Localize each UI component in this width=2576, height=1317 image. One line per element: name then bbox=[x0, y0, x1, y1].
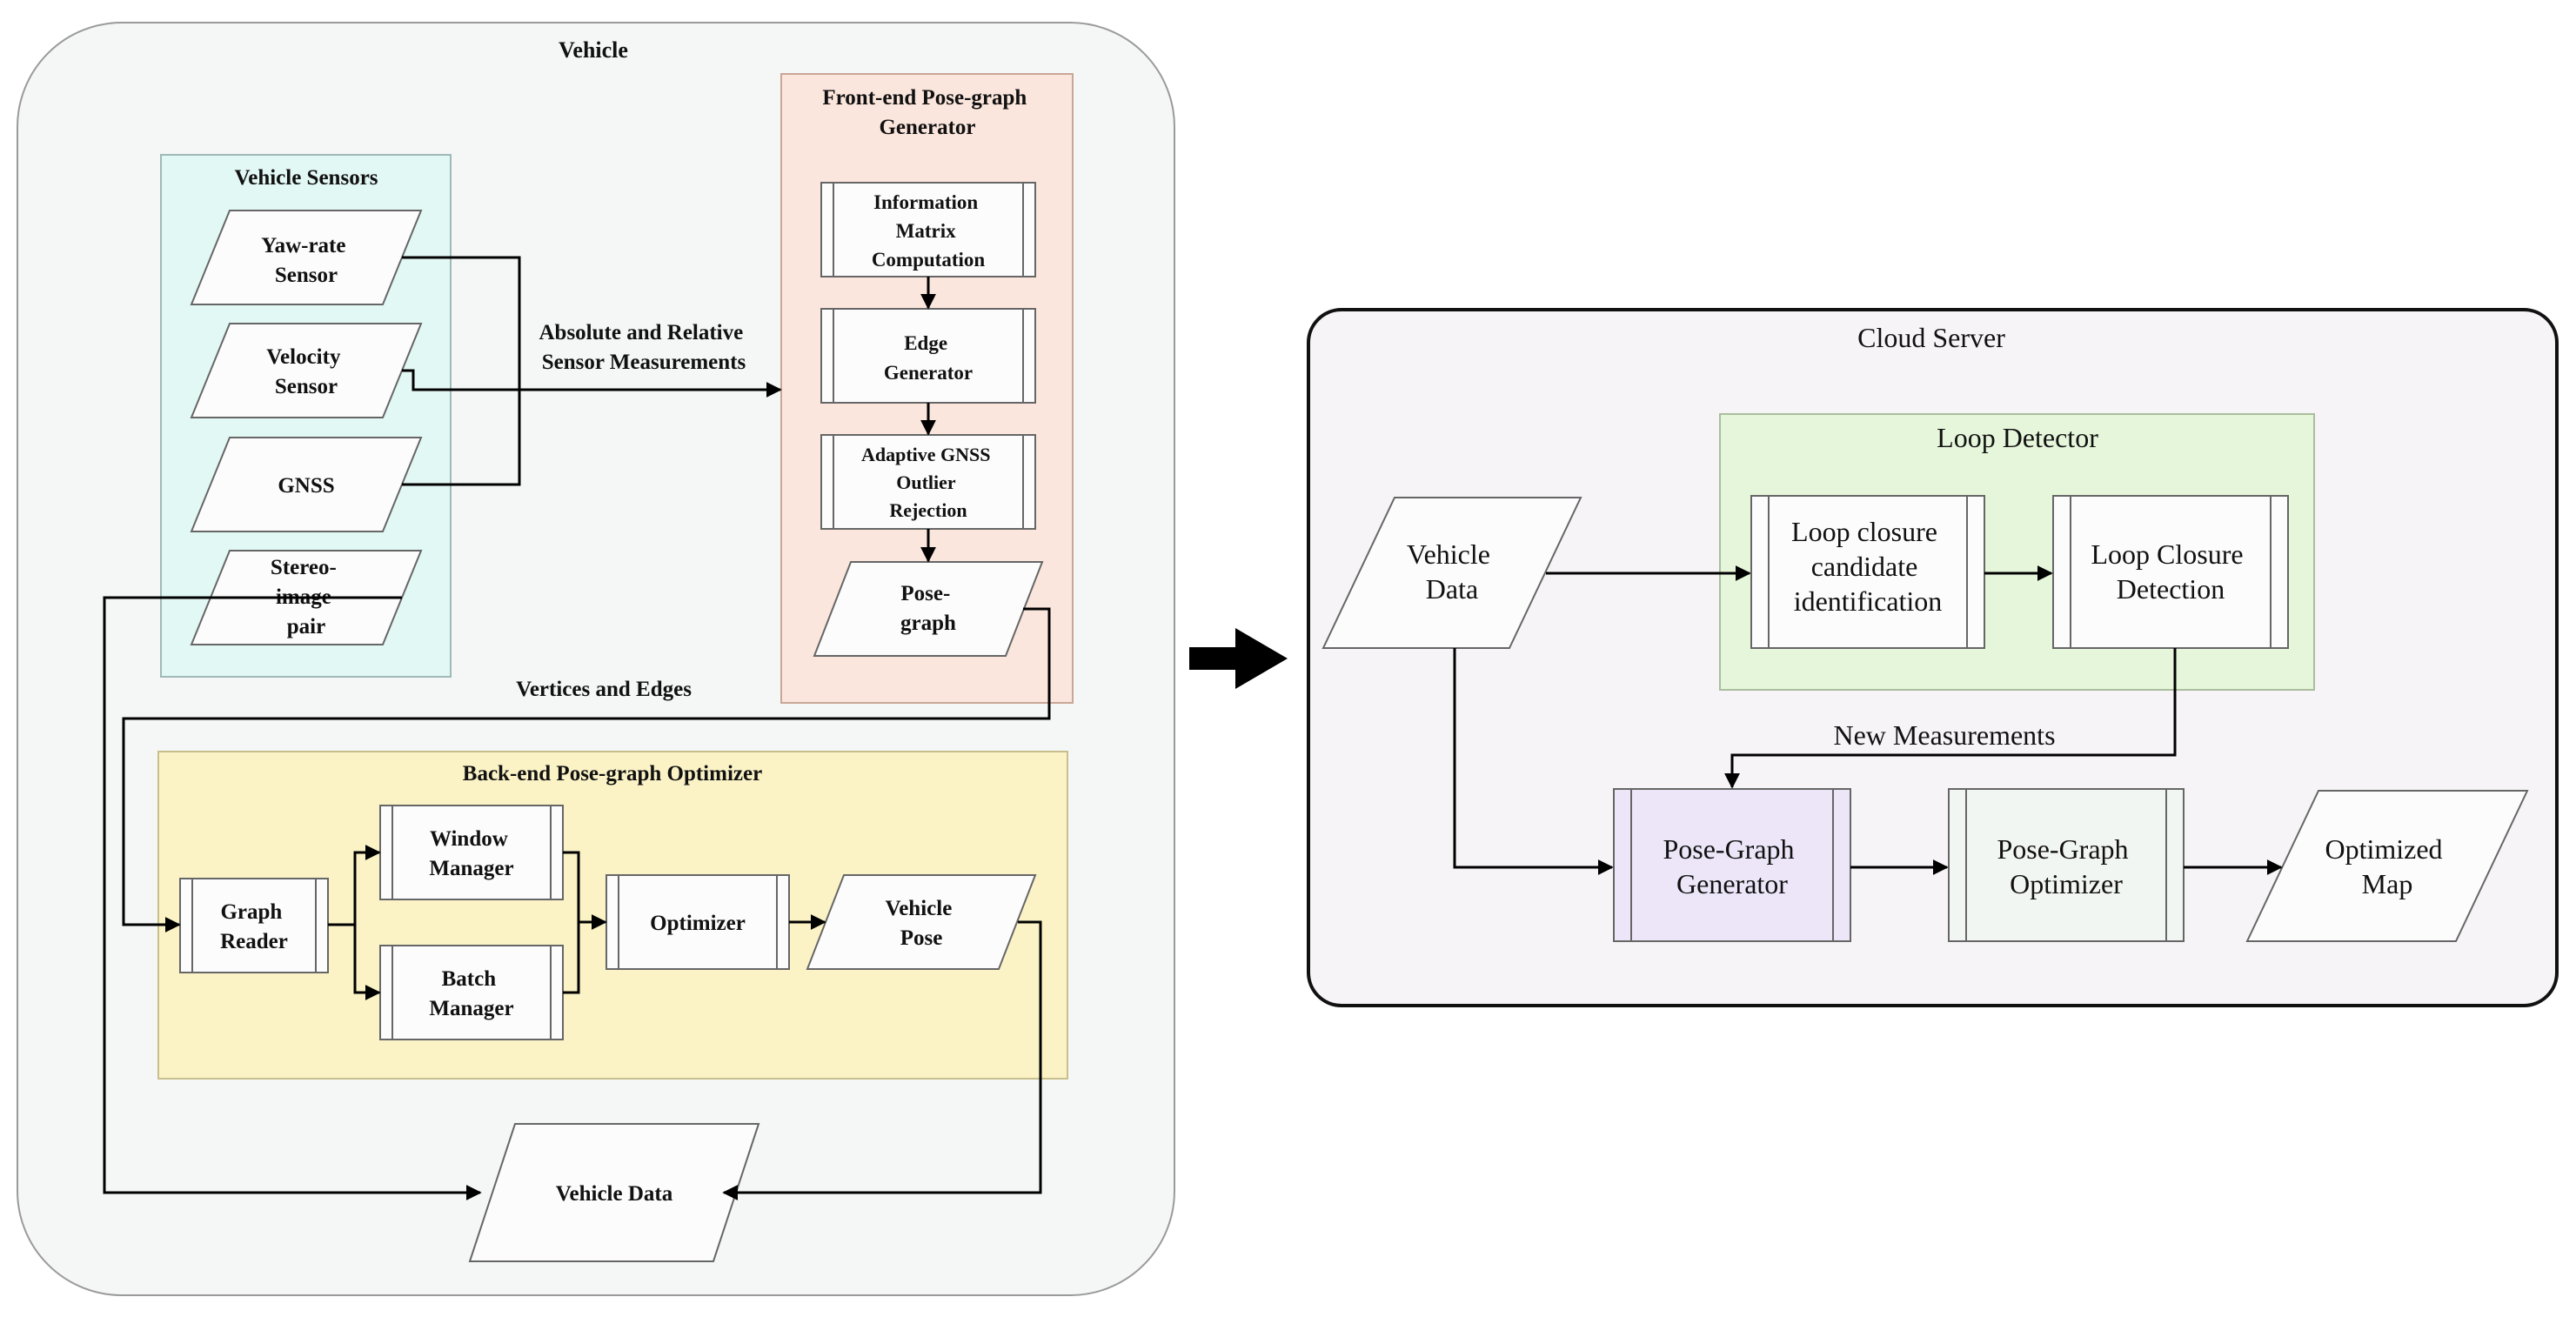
new-measurements-label: New Measurements bbox=[1833, 719, 2055, 751]
window-manager-process: Window Manager bbox=[379, 805, 564, 900]
svg-text:Loop Closure Detection: Loop Closure Detection bbox=[2091, 538, 2250, 605]
frontend-group: Front-end Pose-graph Generator Informati… bbox=[780, 73, 1074, 704]
gnss-sensor: GNSS bbox=[190, 437, 423, 532]
gnss-outlier-rejection-process: Adaptive GNSS Outlier Rejection bbox=[820, 434, 1036, 530]
vertices-edges-label: Vertices and Edges bbox=[516, 678, 692, 701]
stereo-line-3: pair bbox=[287, 615, 325, 638]
svg-text:Yaw-rate Sensor: Yaw-rate Sensor bbox=[261, 234, 351, 287]
svg-text:Pose- graph: Pose- graph bbox=[900, 582, 956, 635]
edge-generator-process: Edge Generator bbox=[820, 308, 1036, 404]
backend-group: Back-end Pose-graph Optimizer Graph Read… bbox=[157, 751, 1068, 1080]
vehicle-data-label: Vehicle Data bbox=[556, 1182, 673, 1206]
svg-text:Pose-Graph Generator: Pose-Graph Generator bbox=[1663, 833, 1801, 899]
svg-text:Information Matrix: Information Matrix Computation bbox=[872, 191, 986, 271]
graph-reader-process: Graph Reader bbox=[179, 878, 329, 973]
loop-detector-group: Loop Detector Loop closure candidate ide… bbox=[1719, 413, 2315, 691]
svg-text:Window Manager: Window Manager bbox=[429, 827, 513, 880]
vehicle-data-output: Vehicle Data bbox=[468, 1123, 760, 1262]
yaw-rate-line-2: Sensor bbox=[275, 264, 338, 287]
pose-graph-generator-process: Pose-Graph Generator bbox=[1613, 788, 1851, 942]
vehicle-sensors-group: Vehicle Sensors Yaw-rate Sensor Velocity… bbox=[160, 154, 452, 678]
svg-text:Optimized Map: Optimized Map bbox=[2325, 833, 2449, 899]
svg-text:Edge Generator: Edge Generator bbox=[884, 332, 973, 384]
svg-text:Vehicle Data: Vehicle Data bbox=[1407, 538, 1497, 605]
vehicle-sensors-title: Vehicle Sensors bbox=[234, 166, 378, 190]
svg-text:Optimizer: Optimizer bbox=[650, 912, 746, 935]
optimized-map-output: Optimized Map bbox=[2245, 790, 2529, 942]
transition-arrow-icon bbox=[1189, 628, 1288, 689]
cloud-server-title: Cloud Server bbox=[1857, 322, 2005, 353]
loop-detector-title: Loop Detector bbox=[1937, 422, 2098, 453]
optimizer-process: Optimizer bbox=[606, 874, 790, 970]
svg-text:Velocity Sensor: Velocity Sensor bbox=[266, 345, 345, 398]
velocity-sensor: Velocity Sensor bbox=[190, 323, 423, 418]
vehicle-edges bbox=[103, 256, 1051, 1200]
pose-graph-optimizer-process: Pose-Graph Optimizer bbox=[1948, 788, 2185, 942]
svg-text:Adaptive GNSS Outlier: Adaptive GNSS Outlier Rejection bbox=[861, 444, 995, 521]
svg-text:Batch Manager: Batch Manager bbox=[429, 967, 513, 1020]
gnss-line-1: GNSS bbox=[278, 474, 334, 498]
cloud-edges bbox=[1453, 565, 2283, 875]
velocity-line-1: Velocity bbox=[266, 345, 341, 369]
frontend-title: Front-end Pose-graph Generator bbox=[822, 86, 1032, 139]
backend-title: Back-end Pose-graph Optimizer bbox=[463, 762, 762, 786]
svg-text:Loop closure candidate: Loop closure candidate identification bbox=[1791, 516, 1944, 617]
loop-closure-detection-process: Loop Closure Detection bbox=[2052, 495, 2289, 649]
svg-text:GNSS: GNSS bbox=[278, 474, 334, 498]
svg-text:Vehicle Pose: Vehicle Pose bbox=[885, 897, 957, 950]
yaw-rate-line-1: Yaw-rate bbox=[261, 234, 345, 257]
vehicle-pose-data: Vehicle Pose bbox=[806, 874, 1037, 970]
svg-text:Pose-Graph Optimizer: Pose-Graph Optimizer bbox=[1997, 833, 2135, 899]
vehicle-title: Vehicle bbox=[559, 37, 628, 63]
stereo-line-1: Stereo- bbox=[271, 556, 337, 579]
velocity-line-2: Sensor bbox=[275, 375, 338, 398]
measurements-label: Absolute and Relative Sensor Measurement… bbox=[539, 321, 749, 374]
pose-graph-data: Pose- graph bbox=[813, 561, 1044, 657]
yaw-rate-sensor: Yaw-rate Sensor bbox=[190, 210, 423, 305]
svg-text:Graph Reader: Graph Reader bbox=[220, 900, 288, 953]
cloud-vehicle-data-input: Vehicle Data bbox=[1321, 497, 1582, 649]
batch-manager-process: Batch Manager bbox=[379, 945, 564, 1040]
information-matrix-process: Information Matrix Computation bbox=[820, 182, 1036, 277]
loop-closure-candidate-process: Loop closure candidate identification bbox=[1750, 495, 1985, 649]
